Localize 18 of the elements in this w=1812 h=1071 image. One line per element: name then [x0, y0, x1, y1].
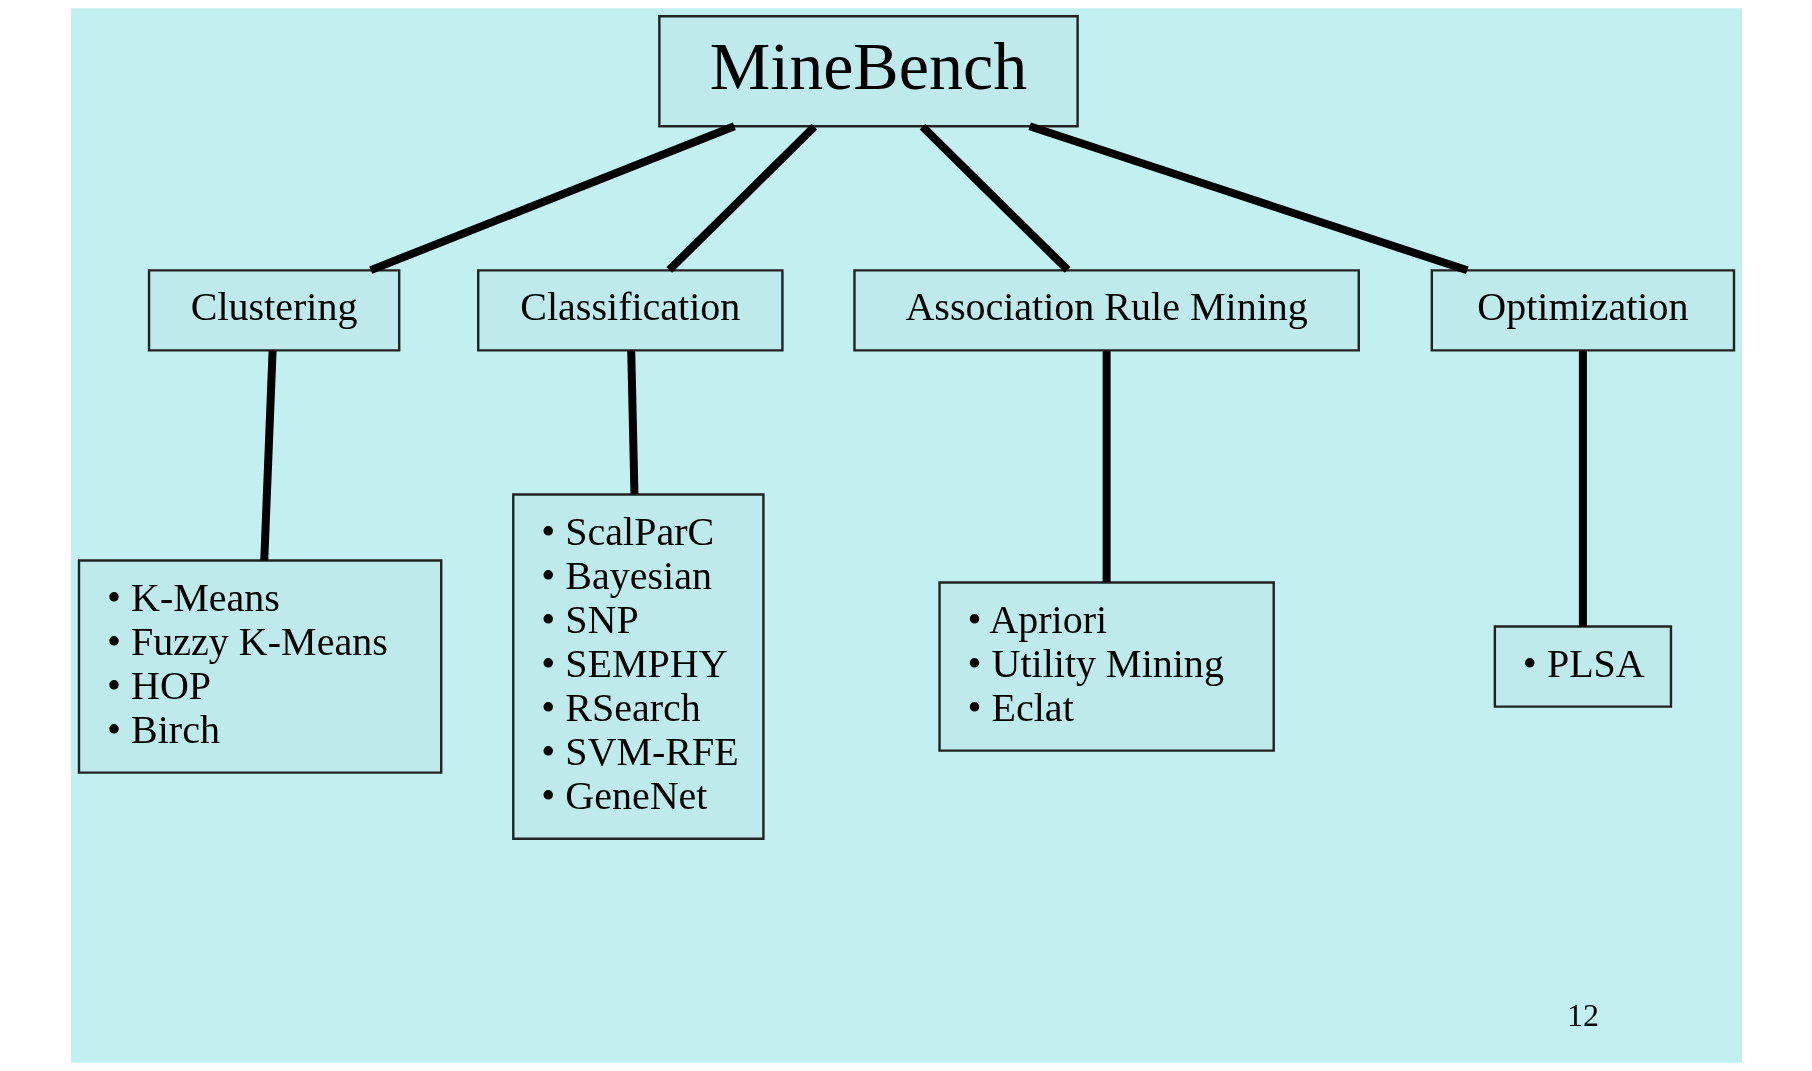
connector — [259, 350, 277, 561]
node-box: • K-Means • Fuzzy K-Means • HOP • Birch — [77, 559, 442, 774]
node-box: Association Rule Mining — [852, 269, 1360, 352]
connector — [1102, 350, 1111, 583]
node-box: Clustering — [147, 269, 400, 352]
connector — [1027, 122, 1469, 275]
connector — [666, 123, 817, 273]
node-box: • Apriori • Utility Mining • Eclat — [937, 581, 1275, 752]
node-box: Classification — [476, 269, 784, 352]
connector — [368, 122, 736, 274]
connector — [1578, 350, 1587, 627]
node-box: • PLSA — [1493, 625, 1672, 708]
label: 12 — [1566, 997, 1599, 1034]
connector — [919, 123, 1070, 273]
connector — [626, 350, 638, 495]
node-box: Optimization — [1430, 269, 1735, 352]
node-box: • ScalParC • Bayesian • SNP • SEMPHY • RSearch • SVM-RFE • GeneNet — [511, 493, 765, 840]
node-box: MineBench — [657, 15, 1079, 128]
